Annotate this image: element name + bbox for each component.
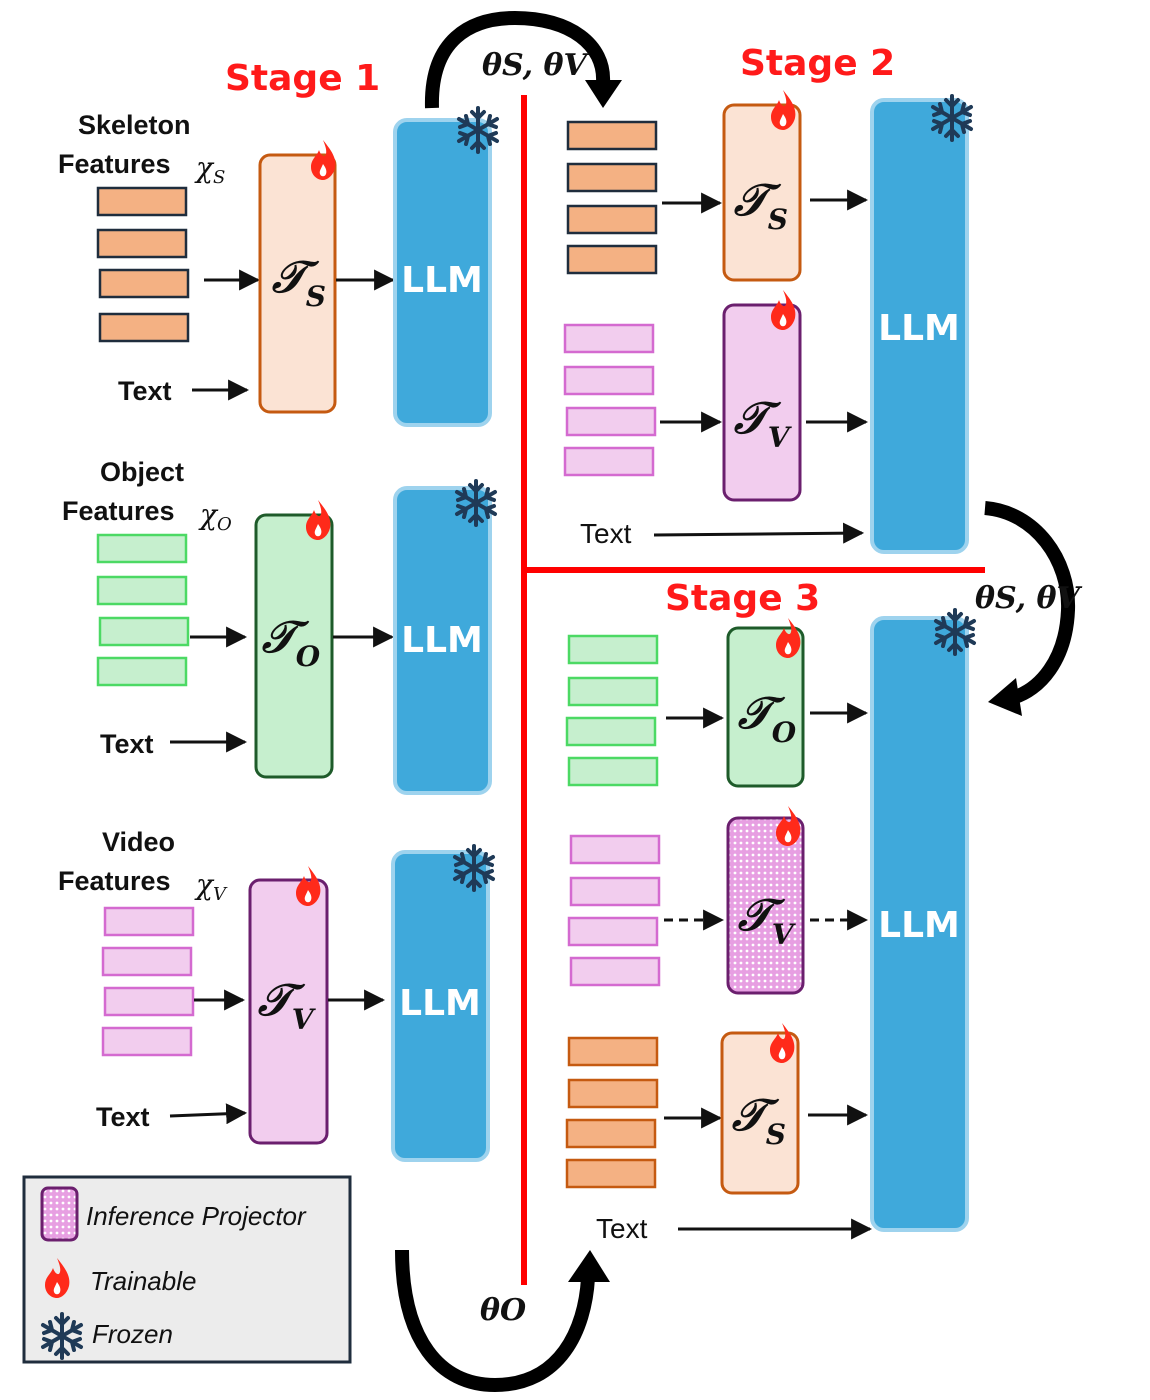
skeleton-chi-symbol: χS	[194, 151, 225, 188]
video-chi-symbol: χV	[194, 868, 228, 905]
trainable-flame-icon	[311, 140, 336, 180]
trainable-flame-icon	[776, 806, 801, 846]
object-chi-symbol: χO	[198, 498, 232, 535]
skeleton-feature-bars	[96, 186, 190, 343]
text-arrow-stage2	[653, 522, 865, 544]
legend: Inference Projector Trainable Frozen	[22, 1175, 352, 1364]
transfer-arrow-right: θS, θV	[975, 501, 1083, 716]
trainable-flame-icon	[776, 618, 801, 658]
video-projector-stage2	[722, 303, 802, 502]
skeleton-feature-bars-stage2	[566, 120, 658, 275]
trainable-flame-icon	[770, 1023, 795, 1063]
trainable-flame-icon	[771, 90, 796, 130]
llm-block	[393, 486, 492, 795]
transfer-arrow-bottom: θO	[395, 1249, 610, 1393]
object-branch-stage1: Object Features χO Text 𝒯O LLM	[62, 457, 497, 795]
skeleton-projector	[258, 153, 337, 414]
video-feature-bars	[101, 906, 195, 1057]
trainable-flame-icon	[771, 290, 796, 330]
inference-video-projector	[726, 816, 805, 995]
object-projector-stage3	[726, 626, 805, 788]
video-projector	[248, 878, 329, 1145]
text-label-stage2: Text	[580, 518, 632, 549]
stage2-panel: 𝒯S 𝒯V Text LLM	[563, 90, 973, 554]
transfer-label-bottom: θO	[480, 1293, 526, 1328]
text-label-skeleton-stage1: Text	[118, 376, 172, 406]
skeleton-label-line2: Features	[58, 149, 171, 179]
stage-3-title: Stage 3	[665, 578, 820, 619]
transfer-arrow-top: θS, θV	[424, 10, 622, 109]
skeleton-projector-stage3	[720, 1031, 800, 1195]
stage3-panel: 𝒯O 𝒯V 𝒯S Text LLM	[565, 608, 976, 1244]
text-label-object-stage1: Text	[100, 729, 154, 759]
transfer-label-top: θS, θV	[482, 48, 590, 83]
legend-frozen-label: Frozen	[92, 1319, 173, 1349]
object-feature-bars	[96, 533, 190, 687]
stage-1-title: Stage 1	[225, 58, 380, 99]
llm-block	[391, 850, 490, 1162]
llm-label: LLM	[401, 260, 483, 301]
text-label-video-stage1: Text	[96, 1102, 150, 1132]
skeleton-branch-stage1: Skeleton Features χS Text 𝒯S LLM	[58, 106, 499, 427]
llm-label-stage2: LLM	[878, 308, 960, 349]
trainable-flame-icon	[296, 866, 321, 906]
skeleton-projector-stage2	[722, 103, 802, 282]
legend-trainable-label: Trainable	[90, 1266, 196, 1296]
llm-block-stage2	[870, 98, 969, 554]
object-feature-bars-stage3	[565, 634, 659, 787]
text-arrow-video-stage1	[169, 1103, 248, 1125]
object-projector	[254, 513, 334, 779]
video-branch-stage1: Video Features χV Text 𝒯V LLM	[58, 827, 495, 1162]
llm-label-stage3: LLM	[878, 905, 960, 946]
video-label-line1: Video	[102, 827, 175, 857]
llm-block-stage3	[870, 616, 969, 1232]
text-label-stage3: Text	[596, 1213, 648, 1244]
skeleton-label-line1: Skeleton	[78, 110, 191, 140]
legend-inference-projector-swatch	[40, 1186, 79, 1242]
stage-2-title: Stage 2	[740, 43, 895, 84]
trainable-flame-icon	[306, 500, 331, 540]
video-label-line2: Features	[58, 866, 171, 896]
video-feature-bars-stage3	[567, 834, 661, 987]
object-label-line2: Features	[62, 496, 175, 526]
object-label-line1: Object	[100, 457, 184, 487]
llm-block	[393, 118, 492, 427]
video-feature-bars-stage2	[563, 323, 657, 477]
transfer-label-right: θS, θV	[975, 581, 1083, 616]
skeleton-feature-bars-stage3	[565, 1036, 659, 1189]
llm-label: LLM	[399, 983, 481, 1024]
llm-label: LLM	[401, 620, 483, 661]
legend-inference-projector-label: Inference Projector	[86, 1201, 307, 1231]
